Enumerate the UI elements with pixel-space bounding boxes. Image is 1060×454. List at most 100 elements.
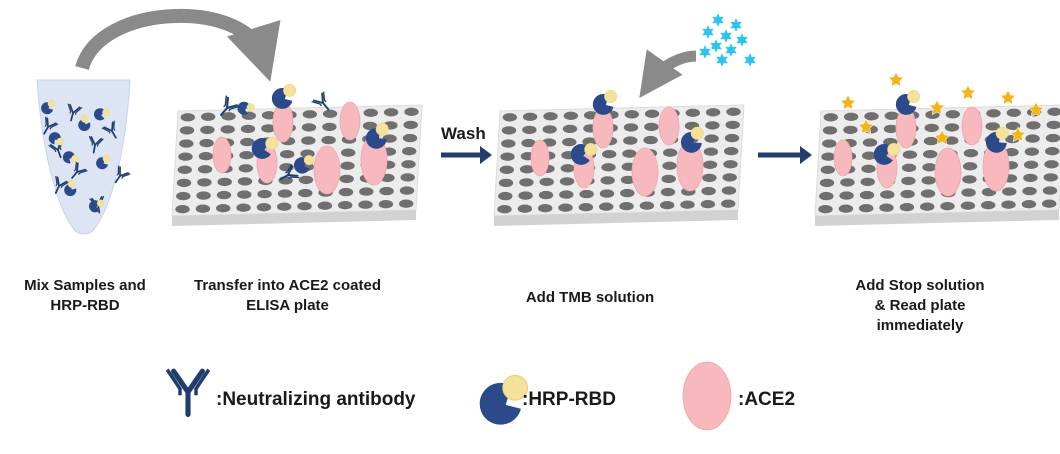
plate-well bbox=[500, 152, 515, 161]
plate-well bbox=[239, 151, 254, 160]
hrp-rbd-icon bbox=[479, 374, 529, 425]
plate-well bbox=[562, 124, 578, 134]
plate-well bbox=[178, 152, 193, 161]
plate-well bbox=[902, 150, 918, 159]
star-icon bbox=[928, 99, 946, 116]
plate-well bbox=[501, 126, 517, 135]
plate-well bbox=[624, 110, 639, 119]
plate-well bbox=[563, 111, 578, 121]
plate-well bbox=[240, 137, 255, 147]
ace2-icon bbox=[313, 145, 341, 195]
star-icon bbox=[959, 84, 977, 101]
plate-well bbox=[901, 163, 917, 172]
plate-well bbox=[1006, 108, 1021, 118]
plate-well bbox=[261, 111, 277, 120]
plate-well bbox=[1045, 147, 1060, 156]
plate-well bbox=[883, 124, 899, 134]
plate-well bbox=[401, 160, 416, 169]
plate-well bbox=[962, 175, 977, 184]
plate-well bbox=[298, 188, 313, 198]
plate-well bbox=[705, 121, 720, 130]
plate-well bbox=[221, 112, 236, 121]
star-icon bbox=[887, 71, 905, 88]
plate-well bbox=[522, 112, 538, 122]
antibody-icon bbox=[67, 103, 83, 122]
plate-well bbox=[1005, 121, 1021, 131]
hrp-rbd-icon bbox=[895, 89, 921, 115]
plate-well bbox=[1045, 133, 1060, 143]
plate-well bbox=[403, 120, 418, 130]
plate-well bbox=[179, 139, 194, 148]
antibody-icon bbox=[101, 120, 117, 139]
transfer-arrow bbox=[75, 8, 281, 82]
plate-well bbox=[216, 204, 231, 213]
hrp-rbd-icon bbox=[293, 155, 315, 174]
plate-well bbox=[340, 161, 355, 170]
plate-well bbox=[402, 133, 418, 143]
plate-well bbox=[662, 161, 677, 170]
star-icon bbox=[723, 41, 739, 59]
plate-well bbox=[843, 112, 859, 122]
plate-well bbox=[822, 139, 837, 148]
plate-well bbox=[700, 200, 716, 209]
plate-well bbox=[823, 113, 838, 122]
ace2-icon bbox=[682, 361, 732, 431]
ace2-icon bbox=[833, 139, 853, 177]
plate-well bbox=[261, 124, 276, 133]
plate-well bbox=[359, 187, 374, 196]
hrp-rbd-icon bbox=[48, 132, 64, 146]
plate-well bbox=[256, 203, 272, 212]
plate-well bbox=[379, 186, 394, 196]
legend-label-hrp-rbd: :HRP-RBD bbox=[522, 389, 616, 410]
plate-well bbox=[860, 177, 875, 187]
plate-well bbox=[985, 122, 1000, 131]
antibody-icon bbox=[165, 368, 211, 417]
plate-well bbox=[236, 203, 251, 212]
plate-well bbox=[280, 150, 295, 159]
plate-well bbox=[1002, 187, 1017, 196]
plate-well bbox=[559, 190, 574, 199]
plate-well bbox=[661, 174, 676, 184]
plate-well bbox=[663, 148, 678, 157]
plate-well bbox=[620, 175, 636, 185]
hrp-rbd-icon bbox=[570, 142, 598, 165]
hrp-rbd-icon bbox=[592, 89, 618, 115]
plate-well bbox=[237, 177, 253, 186]
process-arrow bbox=[758, 146, 812, 164]
plate-well bbox=[705, 108, 721, 117]
antibody-icon bbox=[220, 95, 240, 117]
plate-well bbox=[200, 125, 215, 135]
plate-well bbox=[1046, 120, 1060, 130]
plate-well bbox=[726, 107, 741, 117]
plate-well bbox=[622, 149, 637, 158]
plate-well bbox=[498, 178, 514, 188]
plate-well bbox=[981, 201, 996, 210]
plate-well bbox=[922, 163, 937, 172]
antibody-icon bbox=[88, 135, 104, 154]
plate-well bbox=[643, 135, 658, 145]
ace2-icon bbox=[212, 136, 232, 174]
plate-well bbox=[499, 165, 514, 174]
plate-well bbox=[660, 201, 675, 210]
plate-well bbox=[197, 165, 213, 174]
hrp-rbd-icon bbox=[873, 142, 901, 165]
plate-well bbox=[818, 205, 833, 214]
antibody-icon bbox=[43, 116, 59, 135]
plate-well bbox=[518, 191, 533, 200]
plate-well bbox=[298, 175, 314, 185]
ace2-icon bbox=[961, 106, 983, 146]
plate-well bbox=[217, 177, 232, 187]
antibody-icon bbox=[71, 161, 88, 179]
plate-well bbox=[660, 187, 676, 197]
plate-well bbox=[599, 202, 614, 211]
star-icon bbox=[933, 129, 951, 146]
plate-well bbox=[498, 191, 513, 201]
plate-well bbox=[196, 191, 211, 200]
plate-well bbox=[600, 176, 615, 185]
plate-side bbox=[494, 210, 738, 226]
process-arrow bbox=[441, 146, 492, 164]
star-icon bbox=[728, 16, 744, 34]
antibody-icon bbox=[311, 91, 330, 111]
plate-well bbox=[383, 108, 399, 117]
